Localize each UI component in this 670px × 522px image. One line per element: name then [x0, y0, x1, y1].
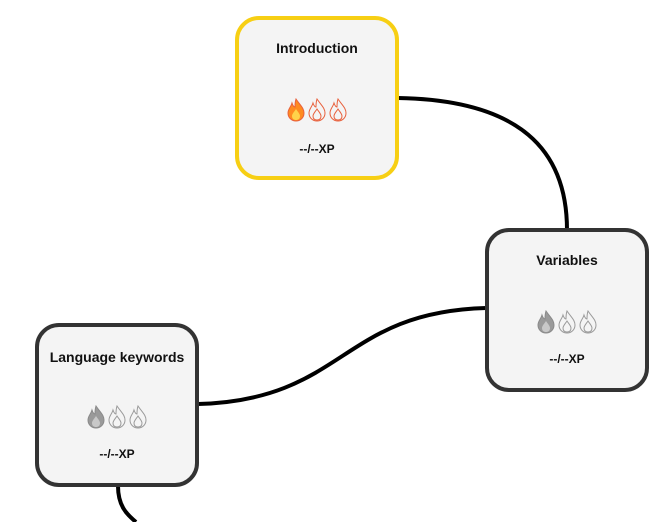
- lesson-node-language-keywords[interactable]: Language keywords --/--XP: [35, 323, 199, 487]
- flame-outline-red-icon: [328, 97, 348, 122]
- flame-filled-color-icon: [286, 97, 306, 122]
- flame-outline-grey-icon: [107, 404, 127, 429]
- connector-variables-language-keywords: [197, 306, 487, 406]
- difficulty-flames: [39, 404, 195, 429]
- lesson-title: Introduction: [276, 40, 358, 56]
- flame-outline-red-icon: [307, 97, 327, 122]
- flame-filled-grey-icon: [536, 309, 556, 334]
- connector-language-keywords-next: [116, 485, 138, 522]
- difficulty-flames: [239, 97, 395, 122]
- difficulty-flames: [489, 309, 645, 334]
- xp-counter: --/--XP: [99, 447, 135, 461]
- lesson-node-variables[interactable]: Variables --/--XP: [485, 228, 649, 392]
- flame-outline-grey-icon: [128, 404, 148, 429]
- connector-introduction-variables: [397, 96, 569, 231]
- flame-filled-grey-icon: [86, 404, 106, 429]
- flame-outline-grey-icon: [578, 309, 598, 334]
- xp-counter: --/--XP: [299, 142, 335, 156]
- lesson-title: Variables: [536, 252, 598, 268]
- flame-outline-grey-icon: [557, 309, 577, 334]
- xp-counter: --/--XP: [549, 352, 585, 366]
- lesson-title: Language keywords: [49, 349, 185, 365]
- lesson-node-introduction[interactable]: Introduction --/--XP: [235, 16, 399, 180]
